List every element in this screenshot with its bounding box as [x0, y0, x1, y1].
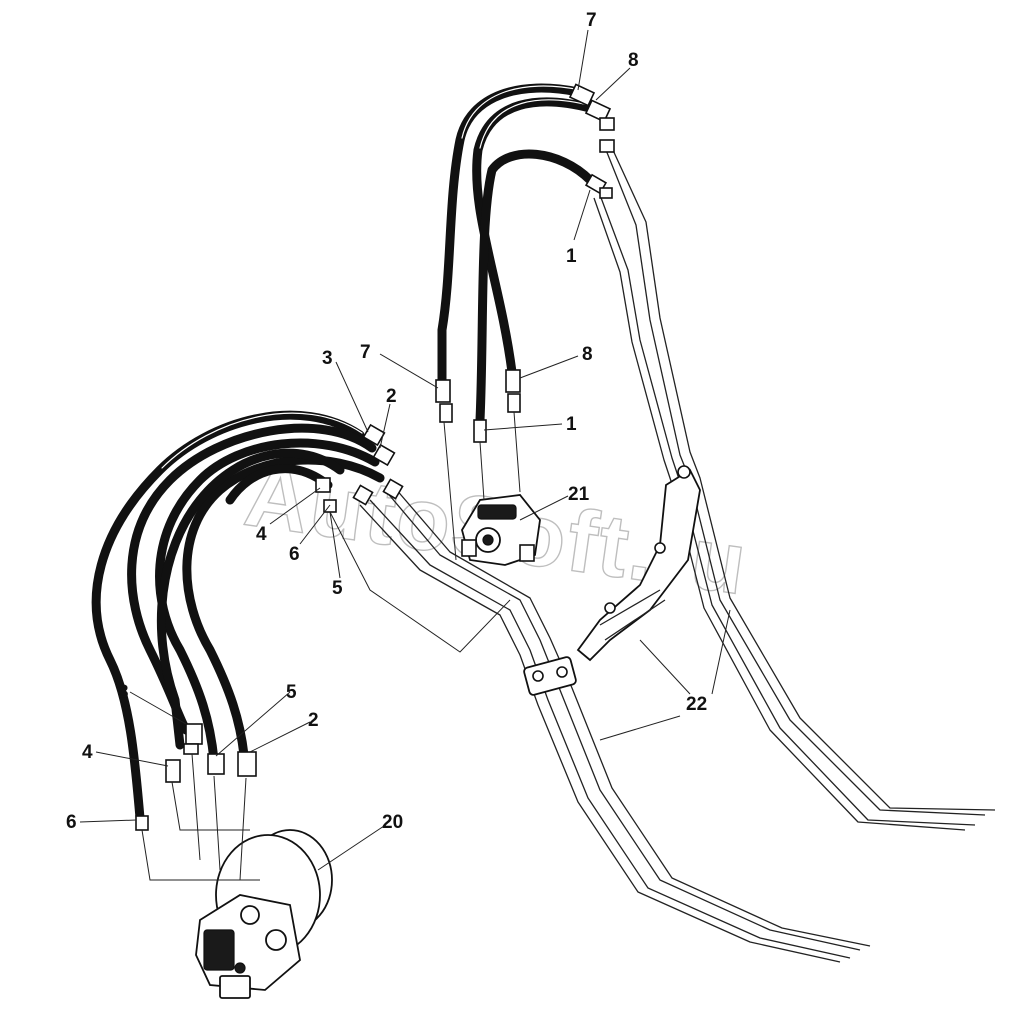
callout-manifold-4: 4 — [256, 524, 267, 545]
callout-manifold-6: 6 — [289, 544, 300, 565]
callout-top-1: 1 — [566, 246, 577, 267]
callout-lines-22: 22 — [686, 694, 707, 715]
callout-lower-3: 3 — [118, 682, 129, 703]
callout-lower-2: 2 — [308, 710, 319, 731]
upper-hose-bundle — [437, 83, 595, 425]
tube-clamp-left — [523, 656, 577, 696]
callout-middle-1: 1 — [566, 414, 577, 435]
callout-lower-5: 5 — [286, 682, 297, 703]
callout-leaders — [79, 29, 731, 871]
callout-middle-7: 7 — [360, 342, 371, 363]
callout-top-8: 8 — [628, 50, 639, 71]
upper-hose-fittings — [435, 83, 615, 443]
manifold-hose-bundle — [91, 410, 385, 823]
callout-manifold-2: 2 — [386, 386, 397, 407]
callout-numbers: 7 8 1 7 8 1 21 3 2 4 6 5 3 5 2 4 6 20 22 — [66, 10, 707, 833]
callout-lower-4: 4 — [82, 742, 93, 763]
manifold-fittings — [135, 423, 404, 831]
control-valve-21 — [443, 411, 541, 566]
callout-manifold-5: 5 — [332, 578, 343, 599]
callout-valve-21: 21 — [568, 484, 590, 505]
motor-leader-lines — [141, 511, 511, 881]
callout-top-7: 7 — [586, 10, 597, 31]
callout-manifold-3: 3 — [322, 348, 333, 369]
support-bracket-right — [576, 465, 701, 662]
callout-lower-6: 6 — [66, 812, 77, 833]
callout-motor-20: 20 — [382, 812, 403, 833]
travel-motor-20 — [195, 829, 333, 999]
callout-middle-8: 8 — [582, 344, 593, 365]
